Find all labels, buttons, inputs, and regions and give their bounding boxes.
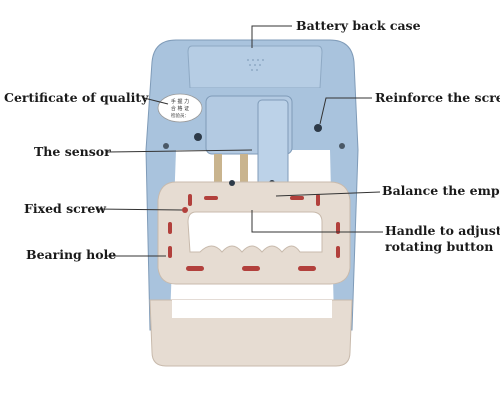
reinforce-screw-right [314, 124, 322, 132]
grip-screw [229, 180, 235, 186]
leader-fixed [95, 208, 183, 211]
certificate-sticker: 手 握 力 合 格 证 检验员： [157, 93, 203, 123]
leader-sensor [106, 149, 253, 153]
battery-back-case [187, 45, 323, 89]
sensor-block [205, 95, 293, 194]
label-battery-back-case: Battery back case [296, 18, 421, 33]
label-certificate-of-quality: Certificate of quality [4, 90, 149, 105]
side-screw-left [163, 143, 169, 149]
label-the-sensor: The sensor [34, 144, 111, 159]
label-balance-the-empty: Balance the empty [382, 183, 500, 198]
battery-case-vent [247, 59, 264, 71]
leader-lines [95, 25, 383, 257]
reinforce-screw-left [194, 133, 202, 141]
leader-reinforce [319, 97, 372, 125]
label-handle-line-2: rotating button [385, 238, 494, 254]
leader-balance [275, 191, 381, 197]
blue-body-inner-opening [170, 150, 334, 320]
sticker-line-1: 手 握 力 [171, 98, 189, 105]
label-reinforce-the-screw: Reinforce the screw [375, 90, 500, 105]
sticker-line-2: 合 格 证 [171, 105, 189, 112]
bottom-base-inner [172, 300, 332, 318]
label-handle-adjust: Handle to adjust rotating button [385, 223, 500, 254]
side-screw-right [339, 143, 345, 149]
label-fixed-screw: Fixed screw [24, 201, 107, 216]
sticker-line-3: 检验员： [171, 112, 189, 119]
label-bearing-hole: Bearing hole [26, 247, 117, 262]
leader-handle [251, 210, 383, 233]
leader-battery [251, 25, 292, 48]
grip-handle [157, 181, 351, 285]
label-handle-line-1: Handle to adjust [385, 223, 500, 238]
leader-certificate [143, 97, 169, 105]
grip-slots [168, 194, 340, 271]
fixed-screw-hole [182, 207, 188, 213]
